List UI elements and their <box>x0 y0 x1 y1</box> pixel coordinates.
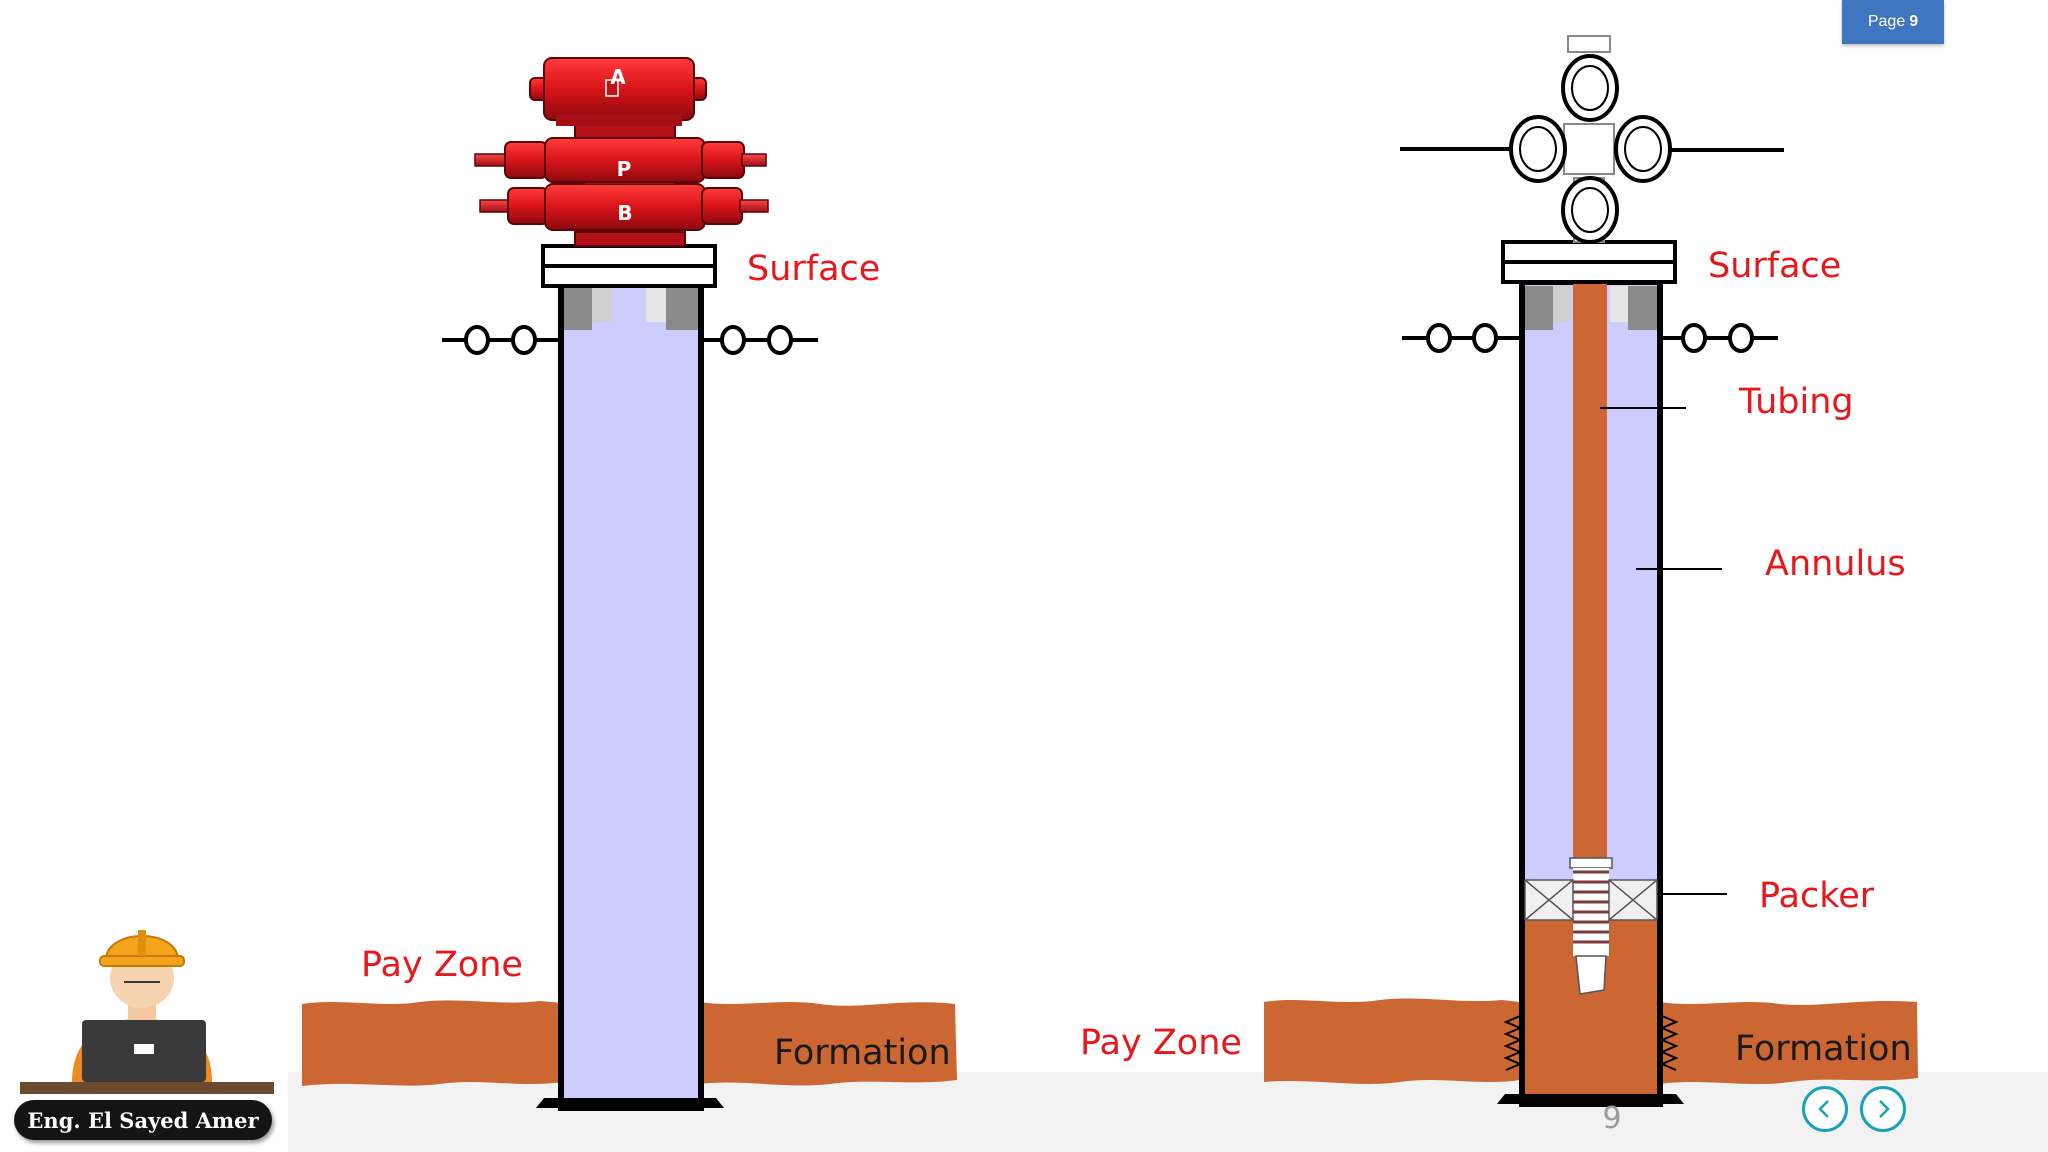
next-slide-icon <box>1879 1100 1890 1118</box>
left-pay-zone-label: Pay Zone <box>361 945 523 985</box>
right-well: Surface Tubing Annulus Packer Pay Zone F… <box>1080 35 1918 1107</box>
right-side-outlet-right <box>1660 323 1778 353</box>
left-casing-shoe <box>536 1098 724 1108</box>
tubing-label: Tubing <box>1738 382 1854 422</box>
left-formation-left <box>302 1000 562 1086</box>
bop-stack: A P B <box>474 57 769 247</box>
packer-elements <box>1524 879 1658 921</box>
page-tag-label: Page <box>1867 13 1906 30</box>
bop-label-pipe-ram: P <box>617 157 632 181</box>
right-formation-right <box>1660 1001 1918 1084</box>
packer-label: Packer <box>1759 876 1875 916</box>
right-pay-zone-label: Pay Zone <box>1080 1023 1242 1063</box>
annulus-label: Annulus <box>1765 544 1906 584</box>
perforations-left <box>1503 1015 1523 1071</box>
next-slide-button[interactable] <box>1860 1086 1906 1132</box>
left-hanger-block <box>564 286 592 330</box>
right-formation-left <box>1264 998 1520 1084</box>
previous-slide-icon <box>1818 1100 1829 1118</box>
packer-top-ring <box>1569 857 1613 869</box>
right-formation-label: Formation <box>1735 1029 1912 1069</box>
engineer-avatar-icon <box>20 930 274 1094</box>
right-hanger-block <box>1525 286 1553 330</box>
packer-mandrel <box>1573 868 1609 995</box>
author-name: Eng. El Sayed Amer <box>27 1107 259 1133</box>
right-side-outlet-left <box>1402 323 1522 353</box>
christmas-tree <box>1400 35 1784 244</box>
previous-slide-button[interactable] <box>1802 1086 1848 1132</box>
page-tag: Page 9 <box>1842 0 1944 44</box>
footer-band <box>288 1072 2048 1152</box>
page-tag-number: 9 <box>1909 13 1919 30</box>
author-badge: Eng. El Sayed Amer <box>14 1100 272 1140</box>
right-hanger-block <box>1610 286 1628 322</box>
right-surface-label: Surface <box>1708 246 1841 286</box>
left-formation-label: Formation <box>774 1033 951 1073</box>
bop-label-annular: A <box>610 65 626 89</box>
tubing <box>1573 284 1607 860</box>
right-hanger-block <box>1553 286 1571 322</box>
left-hanger-block <box>666 286 698 330</box>
right-casing-shoe <box>1497 1094 1684 1104</box>
bop-label-blind-ram: B <box>617 201 632 225</box>
slide-number: 9 <box>1602 1101 1621 1136</box>
left-formation-right <box>700 1002 957 1086</box>
right-hanger-block <box>1628 286 1657 330</box>
left-casing <box>558 279 704 1111</box>
left-hanger-block <box>646 286 666 322</box>
left-surface-label: Surface <box>747 249 880 289</box>
perforations-right <box>1659 1015 1679 1071</box>
left-side-outlet-left <box>442 325 561 355</box>
left-hanger-block <box>592 286 612 322</box>
left-side-outlet-right <box>701 325 818 355</box>
left-well: A P B Surface Pay Zone Formation <box>302 57 957 1111</box>
